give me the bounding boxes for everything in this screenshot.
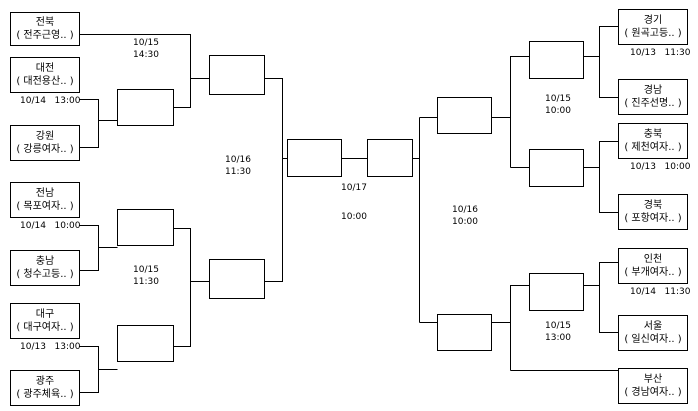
schedule-date: 10/15 <box>545 94 571 104</box>
team-school: ( 부개여자.. ) <box>624 267 682 278</box>
team-school: ( 경남여자.. ) <box>624 387 682 398</box>
schedule-incheon-seoul: 10/14 11:30 <box>630 287 691 297</box>
slot-right-r1-top <box>529 41 584 79</box>
team-school: ( 광주체육.. ) <box>16 389 74 400</box>
team-busan: 부산 ( 경남여자.. ) <box>618 368 688 404</box>
slot-left-r1-mid <box>117 209 174 246</box>
schedule-time: 10:00 <box>341 212 367 222</box>
slot-left-r1-top <box>117 89 174 126</box>
schedule-qf-bottom-right: 10/15 13:00 <box>545 320 571 344</box>
schedule-daegu-gwangju: 10/13 13:00 <box>20 342 81 352</box>
slot-left-qf-top <box>209 55 265 95</box>
schedule-date: 10/17 <box>341 183 367 193</box>
schedule-time: 10:00 <box>545 106 571 116</box>
team-incheon: 인천 ( 부개여자.. ) <box>618 248 688 284</box>
schedule-final: 10/17 10:00 <box>341 182 367 223</box>
team-region: 대구 <box>35 309 55 320</box>
schedule-qf-top-right: 10/15 10:00 <box>545 93 571 117</box>
team-gangwon: 강원 ( 강릉여자.. ) <box>10 125 80 161</box>
schedule-time: 11:30 <box>133 277 159 287</box>
team-school: ( 대구여자.. ) <box>16 322 74 333</box>
schedule-sf-left: 10/16 11:30 <box>225 154 251 178</box>
schedule-time: 13:00 <box>545 333 571 343</box>
schedule-date: 10/16 <box>452 205 478 215</box>
team-region: 강원 <box>35 131 55 142</box>
slot-left-r1-bottom <box>117 325 174 362</box>
schedule-jeonnam-chungnam: 10/14 10:00 <box>20 221 81 231</box>
schedule-chungbuk-gyeongbuk: 10/13 10:00 <box>630 162 691 172</box>
slot-left-qf-bottom <box>209 259 265 299</box>
team-region: 광주 <box>35 376 55 387</box>
team-school: ( 강릉여자.. ) <box>16 144 74 155</box>
schedule-sf-right: 10/16 10:00 <box>452 204 478 228</box>
team-region: 충남 <box>35 256 55 267</box>
schedule-qf-bottom-left: 10/15 11:30 <box>133 264 159 288</box>
slot-right-qf-top <box>437 97 492 134</box>
team-region: 경남 <box>643 85 663 96</box>
schedule-time: 10:00 <box>452 217 478 227</box>
team-school: ( 포항여자.. ) <box>624 213 682 224</box>
team-region: 대전 <box>35 63 55 74</box>
team-region: 서울 <box>643 321 663 332</box>
team-school: ( 대전용산.. ) <box>16 76 74 87</box>
team-region: 경북 <box>643 200 663 211</box>
team-region: 충북 <box>643 129 663 140</box>
schedule-time: 14:30 <box>133 50 159 60</box>
slot-left-sf <box>287 139 342 177</box>
team-school: ( 전주근영.. ) <box>16 30 74 41</box>
schedule-qf-top-left: 10/15 14:30 <box>133 37 159 61</box>
team-chungnam: 충남 ( 청수고등.. ) <box>10 250 80 286</box>
schedule-date: 10/15 <box>133 265 159 275</box>
team-gyeonggi: 경기 ( 원곡고등.. ) <box>618 9 688 45</box>
team-jeonnam: 전남 ( 목포여자.. ) <box>10 182 80 218</box>
slot-right-qf-bottom <box>437 314 492 351</box>
team-gyeongbuk: 경북 ( 포항여자.. ) <box>618 194 688 230</box>
team-daejeon: 대전 ( 대전용산.. ) <box>10 57 80 93</box>
team-region: 전북 <box>35 17 55 28</box>
team-region: 부산 <box>643 374 663 385</box>
team-seoul: 서울 ( 일신여자.. ) <box>618 315 688 351</box>
team-jeonbuk: 전북 ( 전주근영.. ) <box>10 12 80 46</box>
team-school: ( 목포여자.. ) <box>16 201 74 212</box>
schedule-date: 10/15 <box>133 38 159 48</box>
team-region: 전남 <box>35 188 55 199</box>
team-school: ( 청수고등.. ) <box>16 269 74 280</box>
schedule-date: 10/15 <box>545 321 571 331</box>
team-school: ( 제천여자.. ) <box>624 142 682 153</box>
schedule-daejeon-gangwon: 10/14 13:00 <box>20 96 81 106</box>
team-school: ( 일신여자.. ) <box>624 334 682 345</box>
team-region: 경기 <box>643 15 663 26</box>
schedule-date: 10/16 <box>225 155 251 165</box>
team-school: ( 진주선명.. ) <box>624 98 682 109</box>
slot-right-sf <box>367 139 413 177</box>
team-chungbuk: 충북 ( 제천여자.. ) <box>618 123 688 159</box>
team-daegu: 대구 ( 대구여자.. ) <box>10 303 80 339</box>
team-gwangju: 광주 ( 광주체육.. ) <box>10 370 80 406</box>
team-region: 인천 <box>643 254 663 265</box>
team-gyeongnam: 경남 ( 진주선명.. ) <box>618 79 688 115</box>
team-school: ( 원곡고등.. ) <box>624 28 682 39</box>
schedule-gyeonggi-gyeongnam: 10/13 11:30 <box>630 48 691 58</box>
slot-right-r1-mid <box>529 149 584 187</box>
slot-right-r1-bottom <box>529 273 584 311</box>
schedule-time: 11:30 <box>225 167 251 177</box>
